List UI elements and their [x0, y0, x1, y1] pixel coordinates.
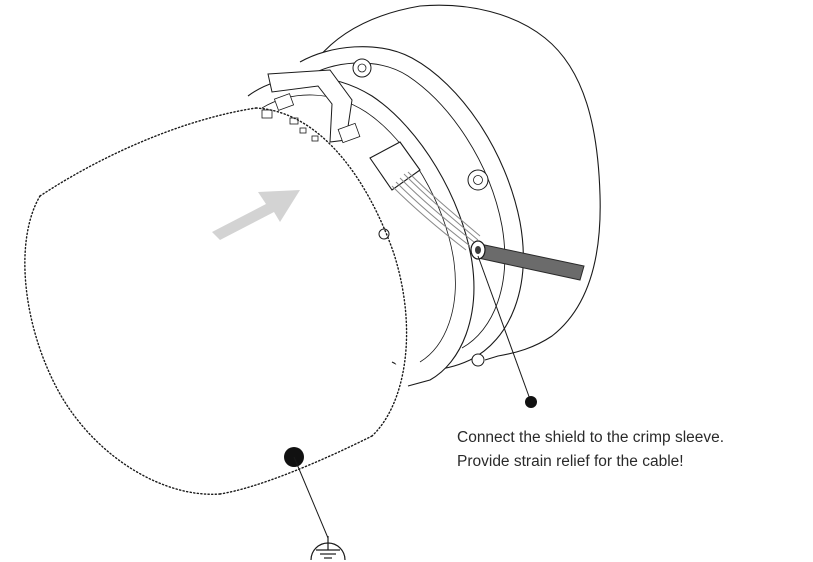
direction-arrow-icon: [212, 190, 300, 240]
ground-leader-line: [293, 456, 329, 539]
crimp-leader-line: [477, 255, 532, 403]
front-body-edge: [261, 94, 456, 363]
bracket: [267, 69, 353, 143]
pcb-components: [261, 93, 361, 144]
shield-sleeve: [24, 107, 408, 495]
callout-line-1: Connect the shield to the crimp sleeve.: [457, 429, 725, 446]
screw-bottom: [471, 353, 485, 367]
crimp-instruction-callout: Connect the shield to the crimp sleeve. …: [457, 426, 724, 474]
crimp-callout-dot: [525, 396, 537, 408]
protective-earth-ground-icon: [310, 536, 346, 561]
connector-wires: [391, 171, 481, 251]
crimp-sleeve: [470, 240, 486, 260]
screw-right: [467, 169, 489, 191]
screw-top: [352, 58, 372, 78]
callout-line-2: Provide strain relief for the cable!: [457, 453, 684, 470]
